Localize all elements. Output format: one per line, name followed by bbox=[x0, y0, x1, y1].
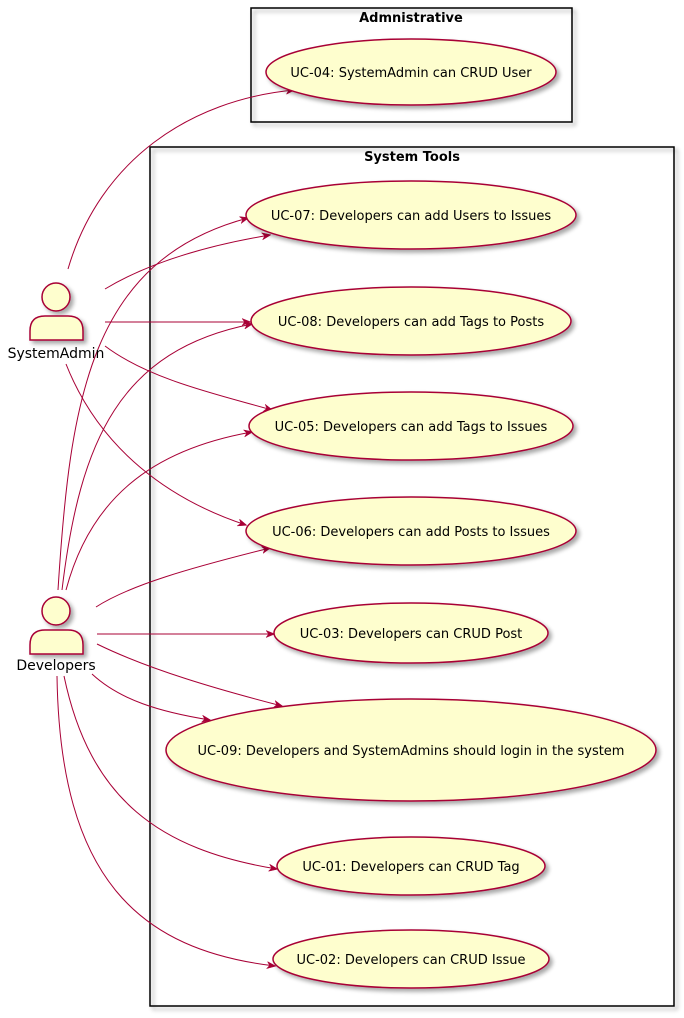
edge-developers-uc09 bbox=[96, 643, 282, 706]
relations-systemadmin bbox=[65, 90, 294, 525]
edge-developers-uc01 bbox=[63, 675, 277, 869]
svg-text:UC-04: SystemAdmin can CRUD Us: UC-04: SystemAdmin can CRUD User bbox=[290, 66, 532, 81]
relations-developers bbox=[56, 218, 282, 966]
edge-systemadmin-uc07 bbox=[104, 235, 270, 290]
edge-developers-uc07 bbox=[57, 218, 248, 591]
edge-developers-uc05 bbox=[65, 432, 252, 591]
edge-systemadmin-uc05 bbox=[104, 345, 272, 410]
svg-text:UC-07: Developers can add User: UC-07: Developers can add Users to Issue… bbox=[271, 209, 552, 224]
svg-text:UC-09: Developers and SystemAd: UC-09: Developers and SystemAdmins shoul… bbox=[198, 744, 625, 759]
svg-text:UC-02: Developers can CRUD Iss: UC-02: Developers can CRUD Issue bbox=[297, 953, 526, 968]
edge-developers-uc06 bbox=[95, 548, 270, 608]
usecase-uc03: UC-03: Developers can CRUD Post bbox=[273, 602, 549, 664]
svg-text:UC-03: Developers can CRUD Pos: UC-03: Developers can CRUD Post bbox=[300, 627, 523, 642]
usecase-uc06: UC-06: Developers can add Posts to Issue… bbox=[245, 496, 577, 566]
actor-icon bbox=[29, 282, 84, 341]
actor-label-systemadmin: SystemAdmin bbox=[8, 346, 105, 362]
actor-systemadmin: SystemAdmin bbox=[8, 282, 105, 362]
usecase-uc07: UC-07: Developers can add Users to Issue… bbox=[245, 180, 577, 250]
actor-developers: Developers bbox=[16, 596, 96, 674]
usecase-uc08: UC-08: Developers can add Tags to Posts bbox=[250, 286, 572, 356]
actor-icon bbox=[29, 596, 84, 655]
usecase-uc01: UC-01: Developers can CRUD Tag bbox=[276, 836, 546, 896]
usecase-uc04: UC-04: SystemAdmin can CRUD User bbox=[265, 38, 557, 106]
package-admnistrative: Admnistrative bbox=[250, 7, 573, 123]
usecase-uc02: UC-02: Developers can CRUD Issue bbox=[272, 929, 550, 989]
svg-text:UC-05: Developers can add Tags: UC-05: Developers can add Tags to Issues bbox=[275, 420, 548, 435]
package-title-system-tools: System Tools bbox=[364, 150, 460, 165]
edge-developers-uc02 bbox=[56, 675, 275, 966]
usecase-uc05: UC-05: Developers can add Tags to Issues bbox=[248, 391, 574, 461]
svg-text:UC-06: Developers can add Post: UC-06: Developers can add Posts to Issue… bbox=[272, 525, 550, 540]
package-system-tools: System Tools bbox=[149, 146, 675, 1007]
svg-text:UC-08: Developers can add Tags: UC-08: Developers can add Tags to Posts bbox=[278, 315, 544, 330]
package-title-admnistrative: Admnistrative bbox=[359, 11, 463, 26]
edge-developers-uc09-alt bbox=[91, 673, 210, 720]
edge-developers-uc08 bbox=[61, 324, 252, 591]
svg-text:UC-01: Developers can CRUD Tag: UC-01: Developers can CRUD Tag bbox=[302, 860, 519, 875]
actor-label-developers: Developers bbox=[16, 658, 95, 674]
edge-systemadmin-uc06 bbox=[65, 363, 246, 525]
edge-systemadmin-uc04 bbox=[67, 90, 294, 270]
usecase-uc09: UC-09: Developers and SystemAdmins shoul… bbox=[165, 698, 657, 802]
